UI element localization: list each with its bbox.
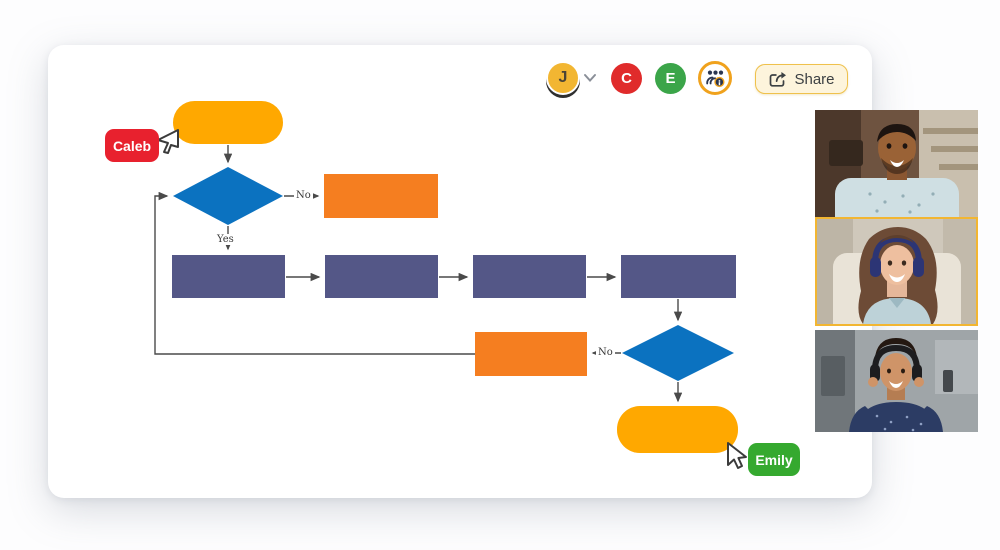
chevron-down-icon[interactable] [583, 73, 597, 83]
participant-1-illustration [815, 110, 978, 217]
emily-cursor-label: Emily [748, 443, 800, 476]
branch-label-yes: Yes [215, 234, 236, 245]
participant-2-illustration [817, 219, 976, 324]
share-button-label: Share [794, 70, 835, 88]
share-icon [770, 72, 787, 87]
participant-3-illustration [815, 330, 978, 432]
people-info-icon [706, 70, 725, 88]
avatar-j-initial: J [558, 69, 568, 86]
collaborators-button[interactable] [698, 61, 732, 95]
flow-node-process-2[interactable] [325, 255, 438, 298]
flow-node-end[interactable] [617, 406, 738, 453]
branch-label-no-1: No [294, 190, 313, 201]
flow-node-start[interactable] [173, 101, 283, 144]
share-button[interactable]: Share [755, 64, 848, 94]
video-participant-2-active[interactable] [815, 217, 978, 326]
video-participant-1[interactable] [815, 110, 978, 217]
avatar-e-initial: E [665, 70, 676, 87]
flow-node-process-4[interactable] [621, 255, 736, 298]
emily-cursor-icon [727, 442, 747, 469]
caleb-cursor-icon [157, 129, 179, 154]
avatar-c[interactable]: C [611, 63, 642, 94]
avatar-j[interactable]: J [546, 61, 580, 95]
caleb-cursor-label: Caleb [105, 129, 159, 162]
flow-node-orange-2[interactable] [475, 332, 587, 376]
flow-node-orange-1[interactable] [324, 174, 438, 218]
avatar-c-initial: C [621, 70, 632, 87]
flow-node-process-3[interactable] [473, 255, 586, 298]
video-participant-3[interactable] [815, 330, 978, 432]
flow-node-process-1[interactable] [172, 255, 285, 298]
branch-label-no-2: No [596, 347, 615, 358]
avatar-e[interactable]: E [655, 63, 686, 94]
